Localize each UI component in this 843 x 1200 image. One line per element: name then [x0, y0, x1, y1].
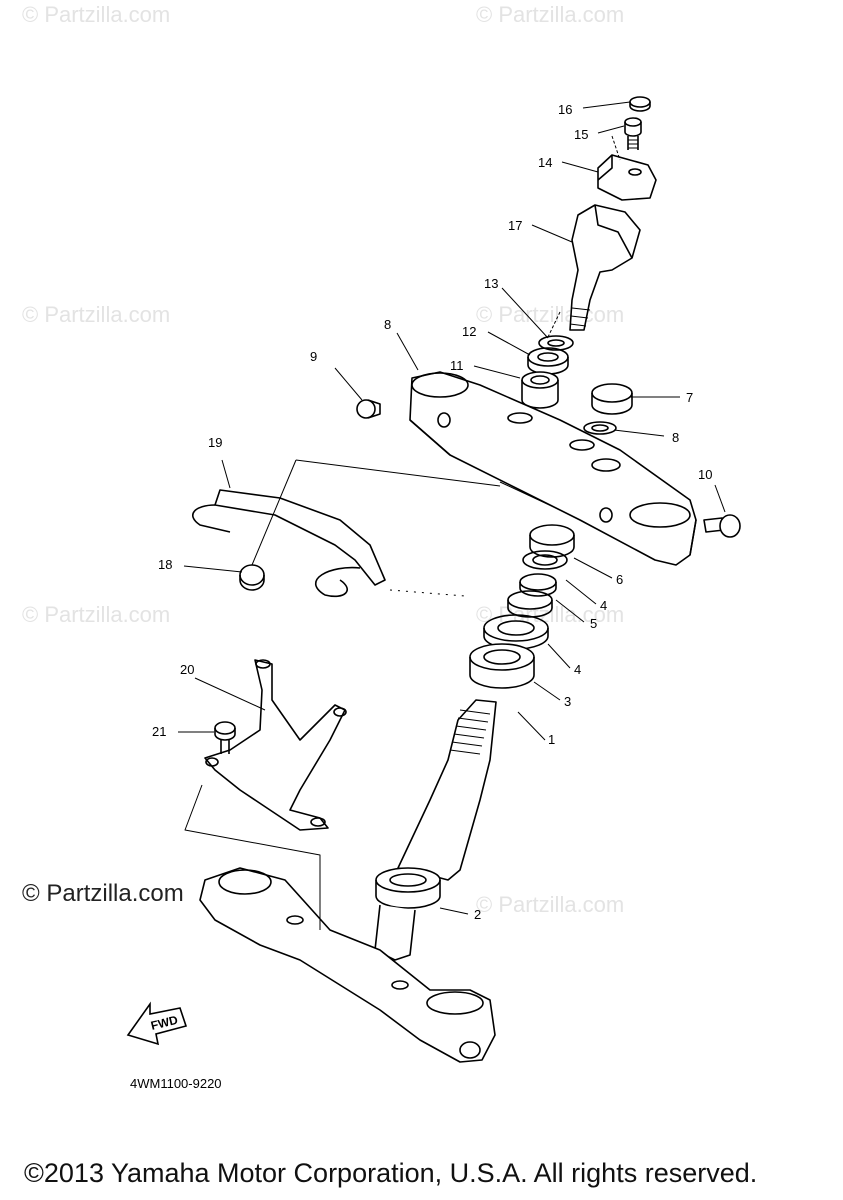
- diagram-reference-code: 4WM1100-9220: [130, 1076, 222, 1091]
- callout-16: 15: [574, 127, 588, 142]
- callout-2: 2: [474, 907, 481, 922]
- callout-14: 13: [484, 276, 498, 291]
- callout-19: 18: [158, 557, 172, 572]
- callout-18: 17: [508, 218, 522, 233]
- part-22-bolt: [214, 721, 236, 754]
- callout-7: 7: [686, 390, 693, 405]
- fwd-label: FWD: [149, 1013, 179, 1033]
- part-1-bearing: [469, 643, 535, 689]
- callout-22: 21: [152, 724, 166, 739]
- part-11-pinch-bolt: [703, 514, 741, 538]
- part-15-upper-clamp: [597, 154, 657, 201]
- part-5-ring-nut: [507, 573, 557, 618]
- callout-8: 8: [672, 430, 679, 445]
- part-7-crown-nut: [591, 383, 633, 415]
- part-16-bolt: [624, 117, 642, 150]
- callout-12: 11: [450, 358, 464, 373]
- callout-5: 5: [590, 616, 597, 631]
- callout-21: 20: [180, 662, 194, 677]
- callout-4b: 4: [574, 662, 581, 677]
- part-21-bracket: [204, 659, 347, 831]
- watermark: © Partzilla.com: [22, 302, 171, 327]
- watermark: © Partzilla.com: [476, 302, 625, 327]
- watermark: © Partzilla.com: [22, 2, 171, 27]
- callout-1: 1: [548, 732, 555, 747]
- watermark-large: © Partzilla.com: [22, 880, 184, 907]
- part-4-washer: [522, 550, 568, 570]
- watermark: © Partzilla.com: [22, 602, 171, 627]
- callout-4a: 4: [600, 598, 607, 613]
- part-19-nut: [239, 564, 265, 591]
- callout-3: 3: [564, 694, 571, 709]
- part-13-bushing: [527, 347, 569, 375]
- part-10-plug: [356, 399, 381, 419]
- watermark: © Partzilla.com: [476, 2, 625, 27]
- part-14-washer: [538, 335, 574, 351]
- steering-stem: [397, 699, 497, 881]
- part-9-upper-bracket: [409, 371, 697, 566]
- callout-9: 8: [384, 317, 391, 332]
- part-17-cap: [629, 96, 651, 112]
- callout-13: 12: [462, 324, 476, 339]
- copyright-notice: ©2013 Yamaha Motor Corporation, U.S.A. A…: [24, 1158, 758, 1188]
- part-6-ring-nut: [529, 524, 575, 558]
- part-18-handlebar-holder: [569, 204, 641, 331]
- callout-17: 16: [558, 102, 572, 117]
- part-2-lower-bearing: [374, 867, 441, 961]
- part-8-washer: [583, 421, 617, 435]
- callout-6: 6: [616, 572, 623, 587]
- watermark: © Partzilla.com: [476, 602, 625, 627]
- callout-11: 10: [698, 467, 712, 482]
- callout-15: 14: [538, 155, 552, 170]
- lower-bracket: [199, 867, 496, 1063]
- fwd-arrow: FWD: [126, 1001, 188, 1046]
- part-12-collar: [521, 371, 559, 409]
- callout-20: 19: [208, 435, 222, 450]
- part-20-cable-guide: [192, 489, 386, 598]
- callout-10: 9: [310, 349, 317, 364]
- watermark: © Partzilla.com: [476, 892, 625, 917]
